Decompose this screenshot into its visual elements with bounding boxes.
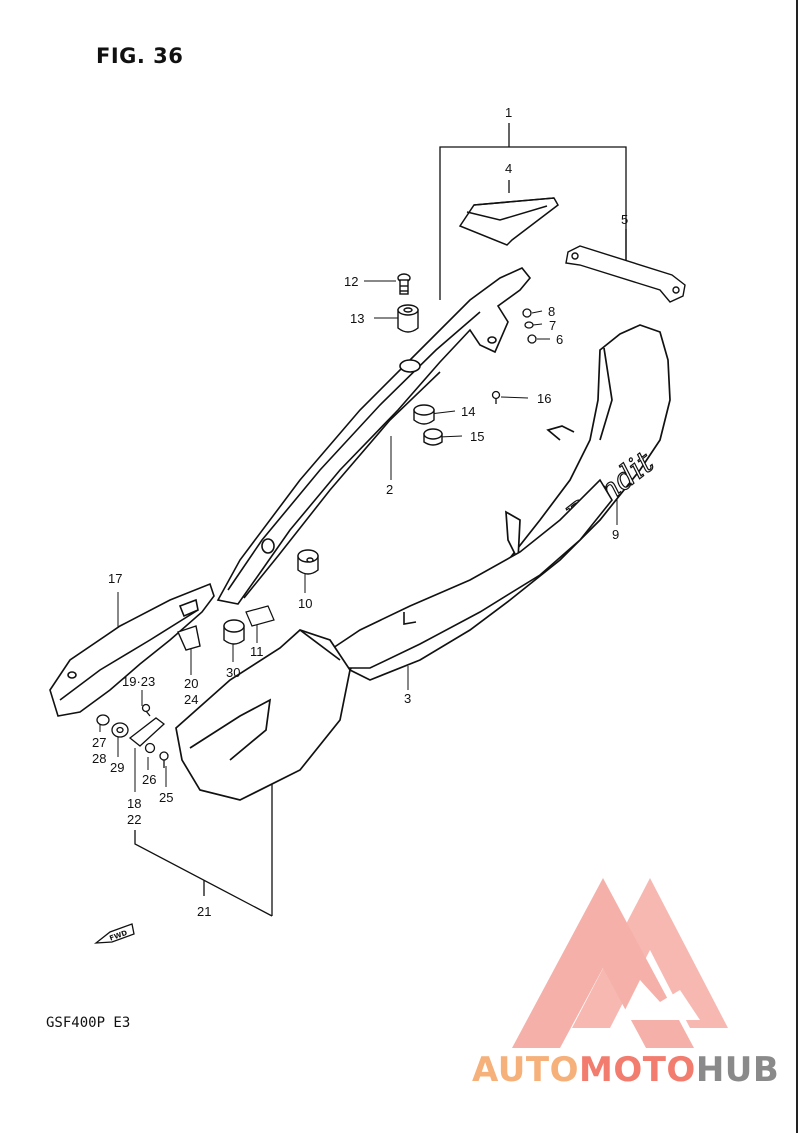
callout-5: 5	[621, 212, 629, 227]
part-14-grommet	[413, 404, 435, 425]
group-bracket-21	[134, 780, 273, 917]
callout-1: 1	[505, 105, 513, 120]
part-26-washer	[144, 742, 156, 754]
callout-16: 16	[537, 391, 552, 406]
part-19-screw	[141, 703, 151, 717]
callout-9: 9	[612, 527, 620, 542]
callout-29: 29	[110, 760, 125, 775]
watermark-moto: MOTO	[578, 1050, 696, 1090]
part-15-nut	[423, 428, 443, 446]
part-29-grommet	[111, 722, 129, 738]
callout-26: 26	[142, 772, 157, 787]
callout-10: 10	[298, 596, 313, 611]
callout-13: 13	[350, 311, 365, 326]
part-5-brace	[565, 245, 686, 303]
part-4-pad	[458, 197, 559, 246]
callout-2: 2	[386, 482, 394, 497]
part-30-grommet	[223, 619, 245, 645]
part-16-clip	[491, 390, 501, 404]
callout-19-23: 19·23	[122, 674, 156, 689]
callout-11: 11	[250, 644, 264, 659]
callout-7: 7	[549, 318, 557, 333]
part-11-label	[245, 605, 275, 627]
part-6-bolt	[527, 334, 537, 344]
callout-15: 15	[470, 429, 485, 444]
callout-14: 14	[461, 404, 476, 419]
part-13-cushion	[397, 304, 419, 333]
callout-4: 4	[505, 161, 513, 176]
callout-28: 28	[92, 751, 107, 766]
part-10-grommet	[297, 549, 319, 575]
model-code: GSF400P E3	[46, 1015, 131, 1031]
watermark-logo	[512, 878, 728, 1048]
part-25-bolt	[159, 751, 169, 768]
callout-20: 20	[184, 676, 199, 691]
watermark-auto: AUTO	[472, 1050, 579, 1090]
callout-17: 17	[108, 571, 123, 586]
callout-25: 25	[159, 790, 174, 805]
callout-8: 8	[548, 304, 556, 319]
callout-22: 22	[127, 812, 142, 827]
part-17-side-cover	[49, 582, 215, 717]
callout-24: 24	[184, 692, 199, 707]
forward-arrow-icon	[93, 923, 135, 944]
part-12-screw	[397, 273, 411, 295]
part-7-washer	[524, 321, 534, 329]
callout-30: 30	[226, 665, 241, 680]
callout-12: 12	[344, 274, 359, 289]
callout-3: 3	[404, 691, 412, 706]
callout-21: 21	[197, 904, 212, 919]
watermark-hub: HUB	[695, 1050, 780, 1090]
watermark-text: AUTOMOTOHUB	[472, 1050, 779, 1090]
callout-18: 18	[127, 796, 142, 811]
part-20-bracket	[177, 625, 201, 651]
part-8-nut	[522, 308, 532, 318]
callout-27: 27	[92, 735, 107, 750]
callout-6: 6	[556, 332, 564, 347]
group-bracket-1	[439, 123, 627, 300]
part-3-lower-rail	[328, 478, 613, 669]
figure-title: FIG. 36	[96, 44, 184, 68]
part-2-frame	[216, 267, 532, 605]
part-27-nut	[96, 714, 110, 726]
part-18-plate	[128, 717, 166, 747]
part-21-rear-cover	[175, 629, 351, 801]
